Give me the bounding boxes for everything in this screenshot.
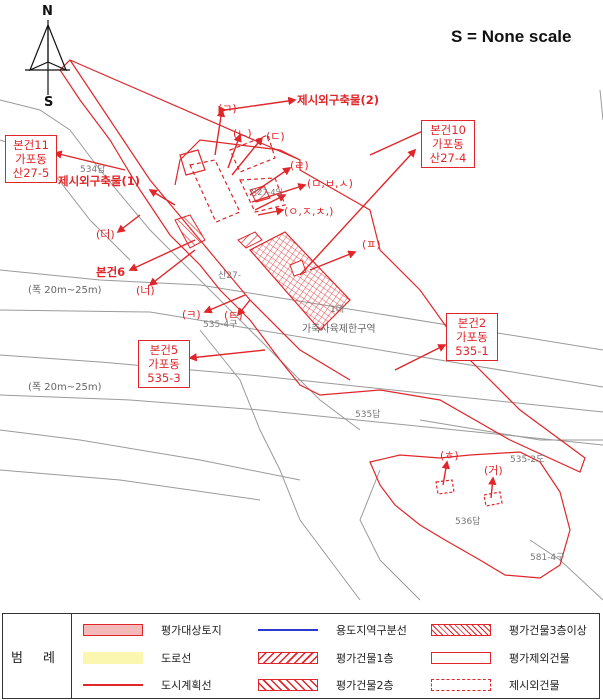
- legend-label: 평가건물3층이상: [509, 624, 587, 637]
- map-canvas: N S S = None scale 본건11 가포동 산27-5 본건10 가…: [0, 4, 603, 601]
- swatch-presented-excluded: [431, 679, 491, 691]
- swatch-excluded-building: [431, 652, 491, 664]
- swatch-city-plan-line: [83, 684, 143, 686]
- legend-item-city-plan-line: 도시계획선: [83, 677, 212, 693]
- parcel-581-4: 581-4구: [530, 553, 565, 563]
- parcel-534: 534답: [80, 165, 106, 175]
- box-bon5: 본건5 가포동 535-3: [138, 340, 190, 388]
- label-n: (ㄴ): [233, 127, 252, 140]
- box-bon2-line3: 535-1: [455, 344, 489, 358]
- box-bon2-line1: 본건2: [457, 316, 487, 330]
- swatch-building-2f: [258, 679, 318, 691]
- box-bon2-line2: 가포동: [456, 330, 488, 344]
- legend-title: 범 례: [3, 614, 72, 698]
- label-excluded-2: 제시외구축물(2): [297, 93, 379, 107]
- label-bon6: 본건6: [96, 265, 126, 279]
- legend-item-building-3f: 평가건물3층이상: [431, 622, 587, 638]
- box-bon10: 본건10 가포동 산27-4: [421, 120, 475, 168]
- box-bon10-line1: 본건10: [430, 123, 466, 137]
- legend-item-excluded-building: 평가제외건물: [431, 650, 570, 666]
- legend: 범 례 평가대상토지 용도지역구분선 평가건물3층이상 도로선 평가건물1층 평…: [2, 613, 600, 699]
- box-bon5-line1: 본건5: [149, 343, 179, 357]
- box-bon11: 본건11 가포동 산27-5: [5, 135, 57, 183]
- map-drawing: [0, 20, 603, 601]
- legend-label: 평가건물1층: [336, 652, 394, 665]
- parcel-535-4: 535-4구: [203, 320, 238, 330]
- box-bon11-line3: 산27-5: [12, 166, 50, 180]
- label-ojc: (ㅇ,ㅈ,ㅊ,): [284, 205, 334, 218]
- parcel-1dae: 1대: [330, 305, 345, 315]
- box-bon11-line1: 본건11: [13, 138, 49, 152]
- parcel-san27: 산27-: [218, 271, 241, 281]
- legend-label: 도로선: [161, 652, 192, 665]
- label-r: (ㄹ): [290, 159, 309, 172]
- swatch-zone-line: [258, 629, 318, 631]
- label-g: (ㄱ): [218, 102, 237, 115]
- label-mbs: (ㅁ,ㅂ,ㅅ): [307, 177, 353, 190]
- label-h: (ㅎ): [440, 449, 459, 462]
- road-width-1: (폭 20m~25m): [28, 285, 102, 296]
- label-excluded-1: 제시외구축물(1): [58, 174, 140, 188]
- swatch-road-line: [83, 652, 143, 664]
- legend-item-building-1f: 평가건물1층: [258, 650, 394, 666]
- legend-label: 평가건물2층: [336, 679, 394, 692]
- legend-label: 도시계획선: [161, 679, 212, 692]
- parcel-535-2: 535-2도: [510, 455, 545, 465]
- compass-north: N: [42, 4, 53, 19]
- label-deo: (더): [96, 228, 115, 241]
- box-bon5-line3: 535-3: [147, 371, 181, 385]
- swatch-target-land: [83, 624, 143, 636]
- parcel-535: 535답: [355, 410, 381, 420]
- legend-item-road-line: 도로선: [83, 650, 191, 666]
- legend-label: 평가대상토지: [161, 624, 222, 637]
- parcel-536: 536답: [455, 517, 481, 527]
- legend-item-building-2f: 평가건물2층: [258, 677, 394, 693]
- parcel-san27-4-small: 산27-4임: [250, 188, 283, 197]
- scale-note: S = None scale: [451, 27, 572, 46]
- label-p: (ㅍ): [362, 238, 381, 251]
- box-bon10-line3: 산27-4: [429, 151, 467, 165]
- restriction-zone: 가축사육제한구역: [302, 324, 376, 335]
- swatch-building-1f: [258, 652, 318, 664]
- box-bon10-line2: 가포동: [432, 137, 464, 151]
- legend-label: 평가제외건물: [509, 652, 570, 665]
- road-width-2: (폭 20m~25m): [28, 382, 102, 393]
- legend-item-target-land: 평가대상토지: [83, 622, 222, 638]
- legend-label: 제시외건물: [509, 679, 560, 692]
- swatch-building-3f: [431, 624, 491, 636]
- box-bon11-line2: 가포동: [15, 152, 47, 166]
- label-t: (ㅌ): [224, 309, 243, 322]
- legend-item-presented-excluded: 제시외건물: [431, 677, 560, 693]
- box-bon5-line2: 가포동: [148, 357, 180, 371]
- box-bon2: 본건2 가포동 535-1: [446, 313, 498, 361]
- label-geo: (거): [484, 464, 503, 477]
- label-d: (ㄷ): [266, 130, 285, 143]
- legend-label: 용도지역구분선: [336, 624, 407, 637]
- label-neo: (너): [136, 284, 155, 297]
- label-k: (ㅋ): [182, 308, 201, 321]
- legend-item-zone-line: 용도지역구분선: [258, 622, 407, 638]
- compass-south: S: [44, 95, 54, 110]
